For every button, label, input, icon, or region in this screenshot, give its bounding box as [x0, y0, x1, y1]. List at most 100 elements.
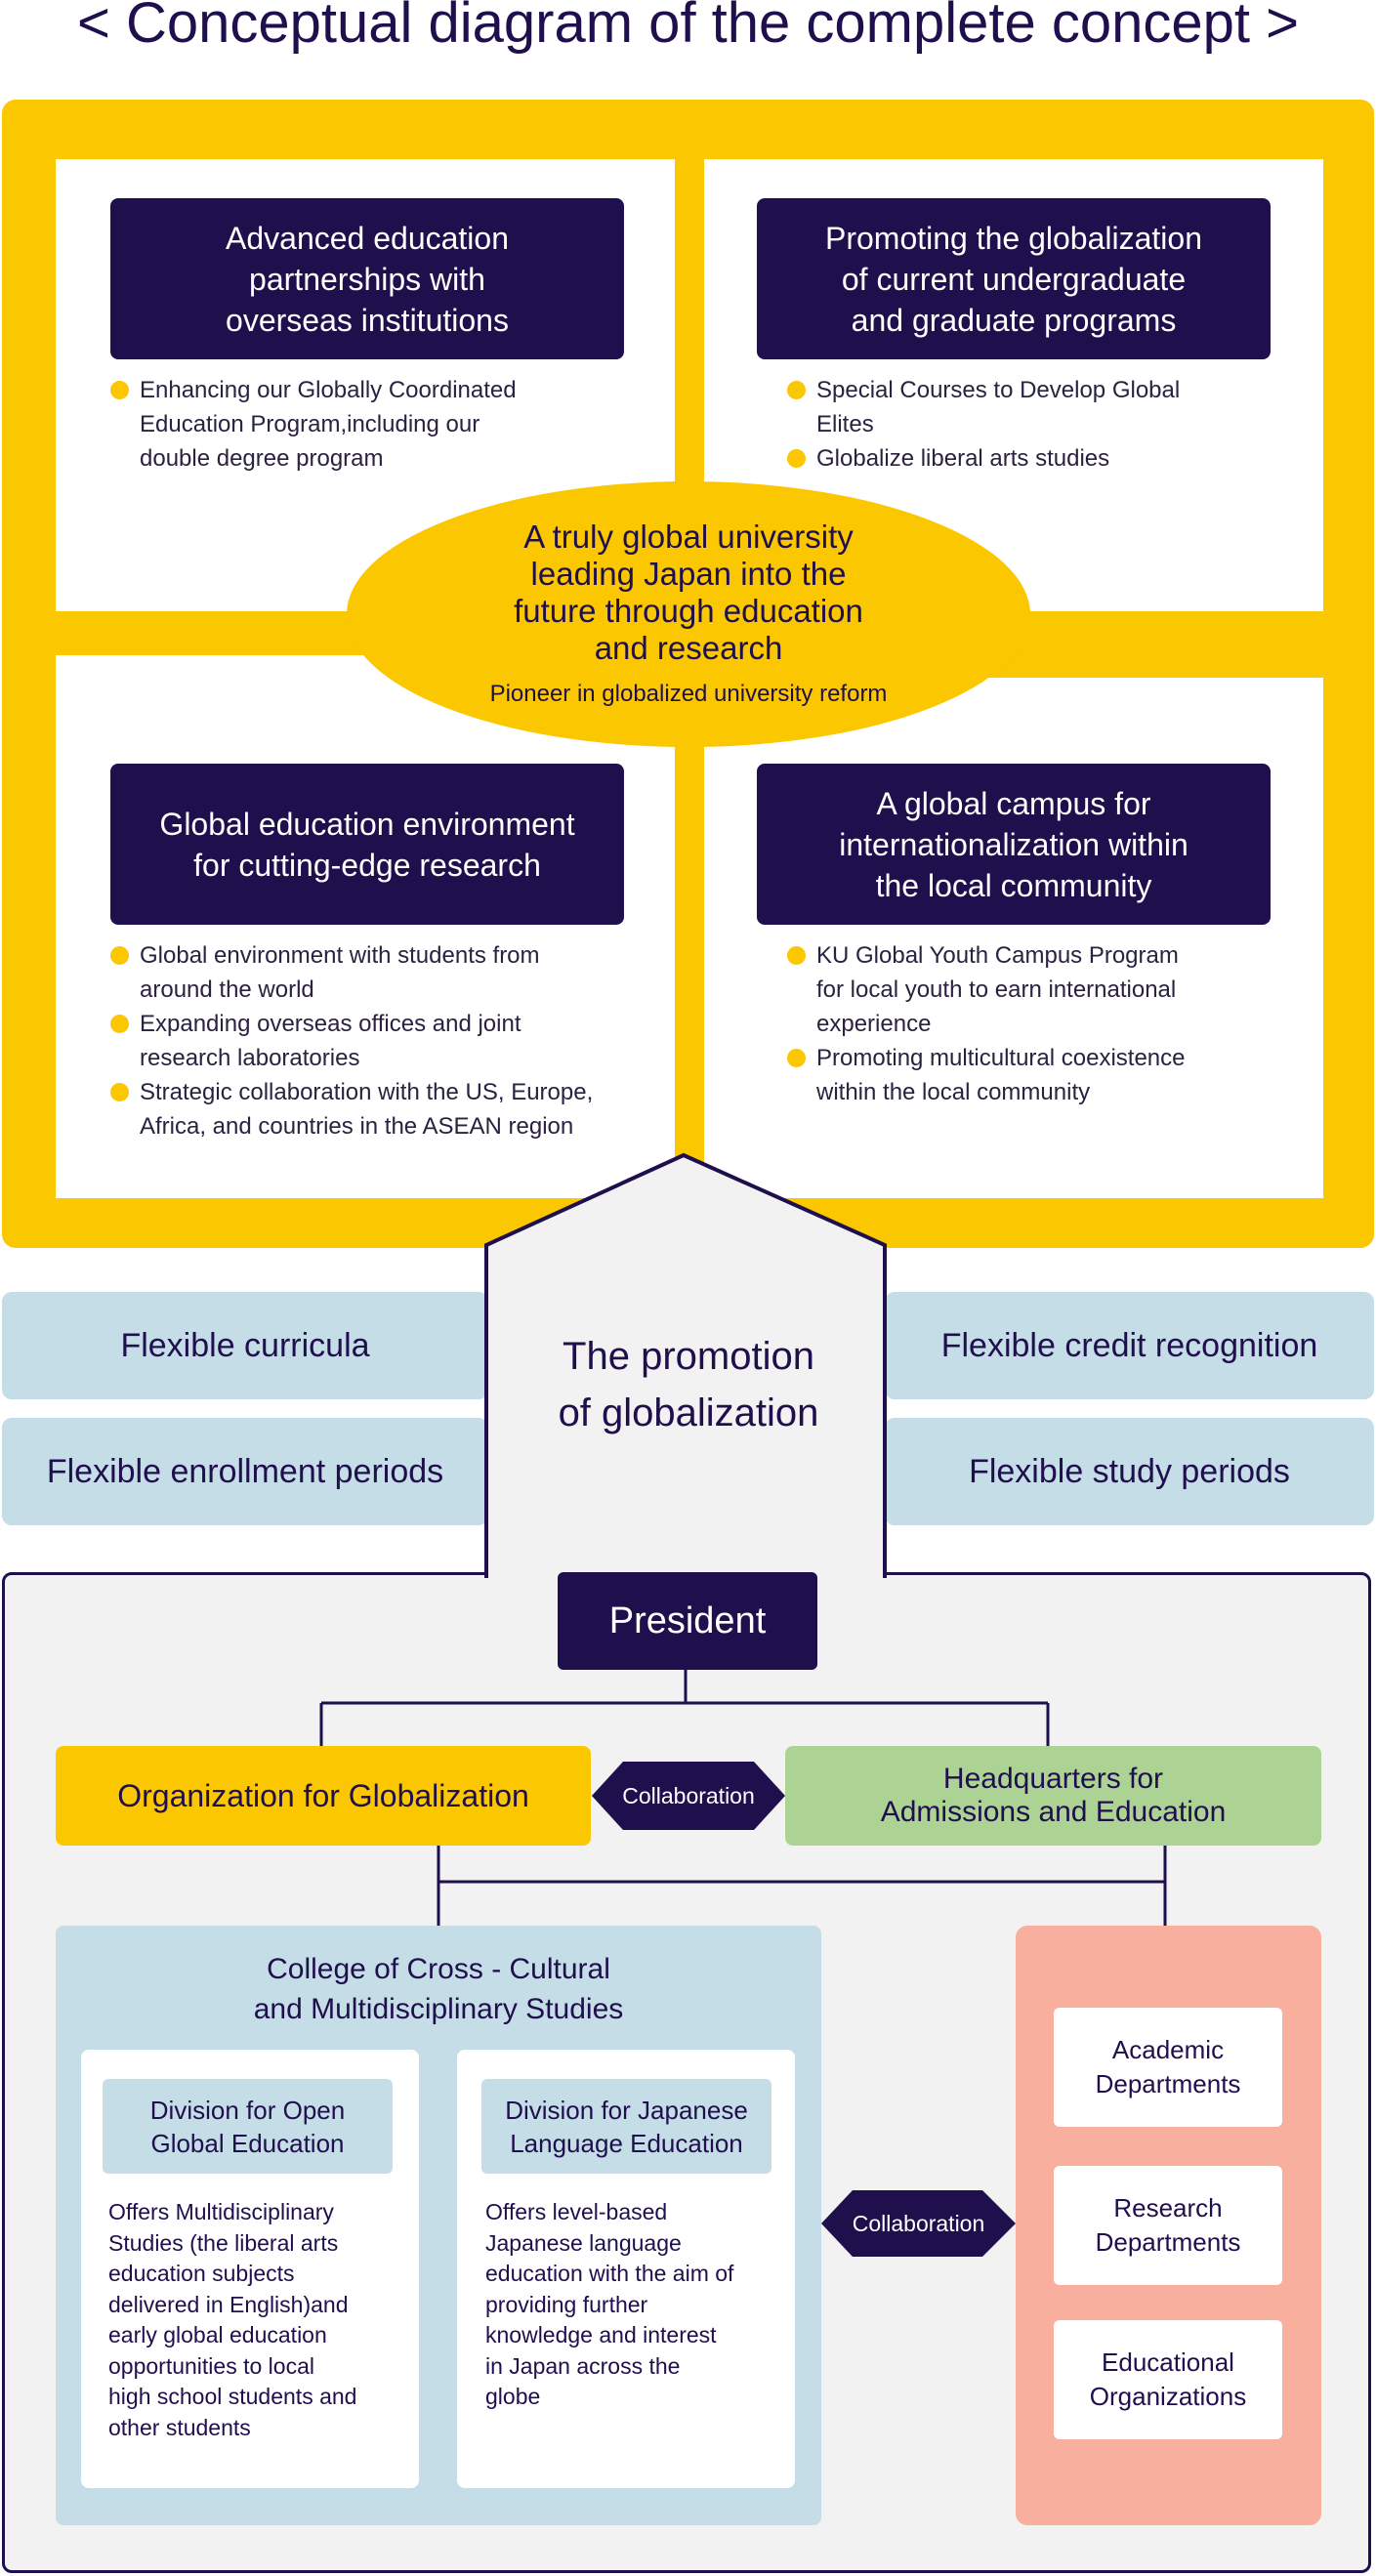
description-line: knowledge and interest: [485, 2322, 717, 2347]
dept-line: Departments: [1095, 2227, 1241, 2257]
heading-line: internationalization within: [839, 826, 1188, 862]
globalization-programs-heading: Promoting the globalization of current u…: [757, 198, 1271, 359]
division-japanese-description: Offers level-based Japanese language edu…: [485, 2197, 778, 2413]
educational-organizations-box: Educational Organizations: [1054, 2320, 1282, 2439]
dept-line: Academic: [1111, 2035, 1225, 2064]
dept-line: Organizations: [1089, 2382, 1247, 2411]
global-campus-bullets: KU Global Youth Campus Program for local…: [787, 938, 1305, 1109]
promotion-line: The promotion: [563, 1335, 814, 1378]
bullet-line: Africa, and countries in the ASEAN regio…: [140, 1113, 574, 1140]
description-line: in Japan across the: [485, 2352, 681, 2379]
arrow-fill: [486, 1155, 885, 1578]
college-line: and Multidisciplinary Studies: [253, 1993, 624, 2025]
division-open-title: Division for Open Global Education: [103, 2079, 393, 2174]
vision-line: A truly global university: [523, 519, 854, 555]
heading-line: Promoting the globalization: [824, 220, 1202, 256]
bullet-line: Special Courses to Develop Global: [816, 377, 1181, 403]
bullet-line: KU Global Youth Campus Program: [816, 942, 1179, 969]
bullet-line: around the world: [140, 976, 314, 1003]
dept-line: Research: [1113, 2193, 1223, 2223]
description-line: providing further: [485, 2291, 648, 2317]
collaboration-label-top: Collaboration: [622, 1782, 755, 1808]
headquarters-box: Headquarters for Admissions and Educatio…: [785, 1746, 1321, 1846]
hq-line: Admissions and Education: [880, 1796, 1227, 1828]
research-departments-box: Research Departments: [1054, 2166, 1282, 2285]
heading-line: Global education environment: [159, 806, 575, 842]
quadrant-bottom-left: [56, 655, 675, 1198]
bullet-line: experience: [816, 1011, 932, 1037]
bullet-line: for local youth to earn international: [816, 976, 1177, 1003]
bullet-line: Globalize liberal arts studies: [816, 445, 1110, 472]
description-line: globe: [485, 2384, 541, 2409]
description-line: education with the aim of: [485, 2261, 734, 2286]
heading-line: partnerships with: [249, 261, 485, 297]
bullet-line: Expanding overseas offices and joint: [140, 1011, 521, 1037]
college-line: College of Cross - Cultural: [267, 1953, 610, 1985]
description-line: high school students and: [108, 2384, 357, 2409]
partnerships-bullets: Enhancing our Globally Coordinated Educa…: [110, 373, 638, 476]
hq-line: Headquarters for: [942, 1763, 1164, 1795]
description-line: delivered in English)and: [108, 2291, 349, 2317]
description-line: other students: [108, 2414, 251, 2440]
bullet-line: Global environment with students from: [140, 942, 540, 969]
description-line: opportunities to local: [108, 2352, 314, 2379]
central-vision-ellipse: A truly global university leading Japan …: [347, 481, 1030, 747]
connector-lines: [319, 1670, 1167, 1926]
division-title-line: Global Education: [150, 2128, 345, 2158]
vision-line: leading Japan into the: [530, 556, 847, 592]
flexible-credit-box: Flexible credit recognition: [885, 1292, 1374, 1399]
collaboration-label-bottom: Collaboration: [852, 2210, 985, 2236]
division-title-line: Division for Open: [149, 2095, 346, 2125]
bullet-line: double degree program: [140, 445, 384, 472]
organization-for-globalization-box: Organization for Globalization: [56, 1746, 591, 1846]
division-title-line: Language Education: [510, 2128, 743, 2158]
collaboration-arrow-top: [592, 1762, 785, 1830]
description-line: education subjects: [108, 2261, 295, 2286]
global-campus-heading: A global campus for internationalization…: [757, 764, 1271, 925]
division-title-line: Division for Japanese: [505, 2095, 748, 2125]
college-title: College of Cross - Cultural and Multidis…: [56, 1949, 821, 2029]
heading-line: A global campus for: [876, 785, 1151, 821]
flexible-enrollment-box: Flexible enrollment periods: [2, 1418, 488, 1525]
research-environment-bullets: Global environment with students from ar…: [110, 938, 667, 1143]
bullet-line: Promoting multicultural coexistence: [816, 1045, 1186, 1071]
bullet-item: Globalize liberal arts studies: [787, 441, 1295, 476]
bullet-line: Elites: [816, 411, 874, 437]
bullet-item: Expanding overseas offices and joint res…: [110, 1007, 667, 1075]
description-line: Offers level-based: [485, 2199, 668, 2224]
heading-line: the local community: [875, 867, 1152, 903]
flexible-curricula-box: Flexible curricula: [2, 1292, 488, 1399]
president-box: President: [558, 1572, 817, 1670]
promotion-label: The promotion of globalization: [459, 1328, 918, 1441]
bullet-item: Enhancing our Globally Coordinated Educa…: [110, 373, 638, 476]
heading-line: overseas institutions: [226, 302, 509, 338]
dept-line: Educational: [1102, 2347, 1234, 2377]
description-line: early global education: [108, 2322, 327, 2347]
bullet-item: Global environment with students from ar…: [110, 938, 667, 1007]
bullet-item: Special Courses to Develop Global Elites: [787, 373, 1295, 441]
dept-line: Departments: [1095, 2069, 1241, 2098]
description-line: Studies (the liberal arts: [108, 2229, 339, 2256]
description-line: Japanese language: [485, 2229, 682, 2256]
heading-line: of current undergraduate: [841, 261, 1187, 297]
arrow-outline: [484, 1152, 887, 1578]
bullet-line: Enhancing our Globally Coordinated: [140, 377, 517, 403]
description-line: Offers Multidisciplinary: [108, 2199, 334, 2224]
vision-line: and research: [594, 630, 783, 666]
heading-line: for cutting-edge research: [193, 847, 541, 883]
research-environment-heading: Global education environment for cutting…: [110, 764, 624, 925]
bullet-line: Education Program,including our: [140, 411, 480, 437]
page-title: < Conceptual diagram of the complete con…: [77, 0, 1299, 55]
bullet-line: within the local community: [816, 1079, 1091, 1105]
promotion-line: of globalization: [558, 1392, 819, 1434]
globalization-programs-bullets: Special Courses to Develop Global Elites…: [787, 373, 1295, 476]
heading-line: Advanced education: [226, 220, 509, 256]
division-japanese-title: Division for Japanese Language Education: [481, 2079, 771, 2174]
partnerships-heading: Advanced education partnerships with ove…: [110, 198, 624, 359]
bullet-item: KU Global Youth Campus Program for local…: [787, 938, 1305, 1041]
heading-line: and graduate programs: [851, 302, 1177, 338]
vision-subtitle: Pioneer in globalized university reform: [489, 681, 888, 707]
bullet-line: Strategic collaboration with the US, Eur…: [140, 1079, 594, 1105]
bullet-item: Strategic collaboration with the US, Eur…: [110, 1075, 667, 1143]
